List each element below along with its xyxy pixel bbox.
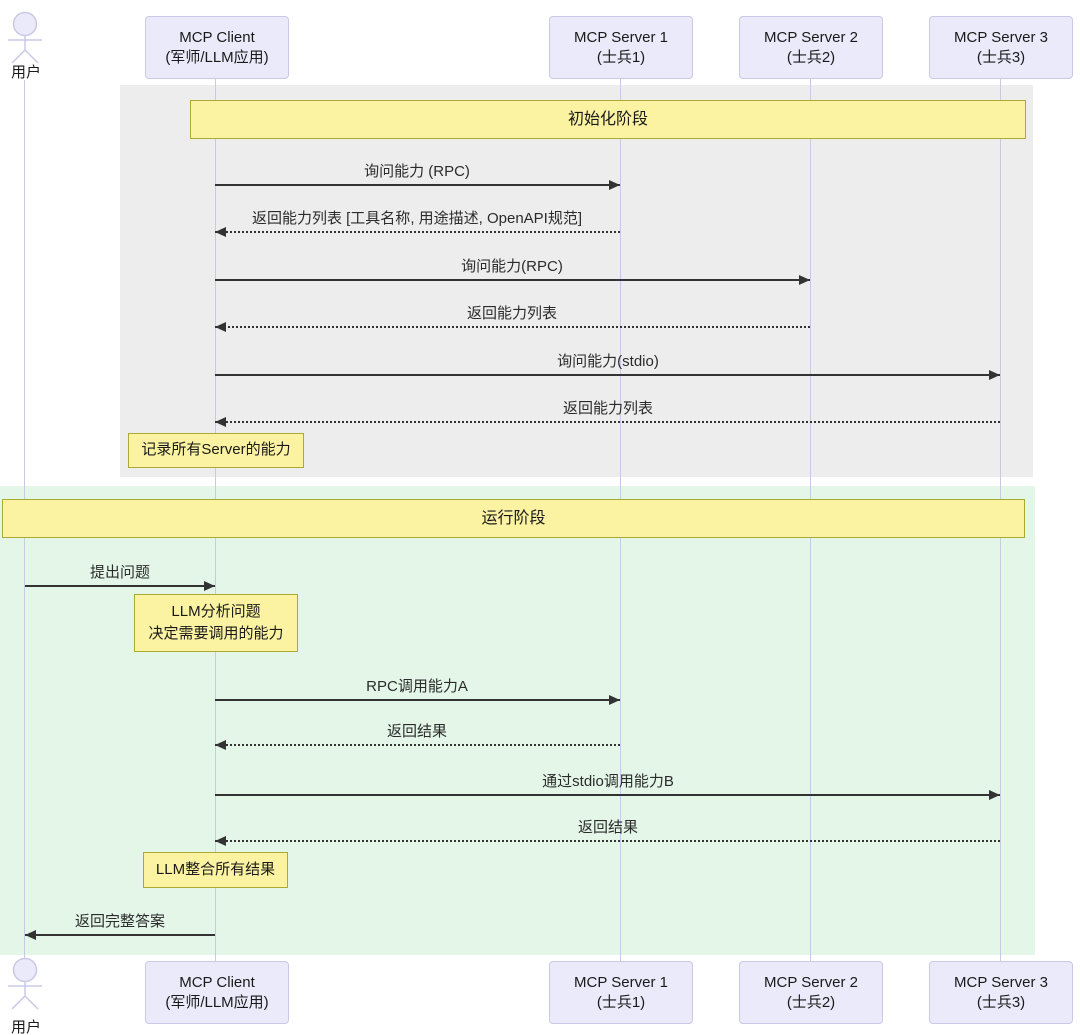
participant-sublabel: (士兵1) [596, 48, 646, 66]
message-5-label: 返回能力列表 [562, 400, 654, 417]
participant-mcp-server-1-top: MCP Server 1 (士兵1) [549, 16, 693, 79]
message-9-label: 通过stdio调用能力B [542, 773, 674, 790]
participant-mcp-server-2-bottom: MCP Server 2 (士兵2) [739, 961, 883, 1024]
message-11-label: 返回完整答案 [74, 913, 166, 930]
note-llm-analyze: LLM分析问题 决定需要调用的能力 [134, 594, 298, 652]
message-1-label: 返回能力列表 [工具名称, 用途描述, OpenAPI规范] [251, 210, 583, 227]
message-3-arrowhead [215, 322, 226, 332]
message-10-label: 返回结果 [577, 819, 639, 836]
participant-mcp-server-3-bottom: MCP Server 3 (士兵3) [929, 961, 1073, 1024]
message-2-arrowhead [799, 275, 810, 285]
phase-banner-run: 运行阶段 [2, 499, 1025, 538]
message-6-arrowhead [204, 581, 215, 591]
message-8-label: 返回结果 [386, 723, 448, 740]
message-11-line [25, 934, 215, 936]
note-llm-merge-results: LLM整合所有结果 [143, 852, 288, 888]
message-6-label: 提出问题 [89, 564, 151, 581]
participant-sublabel: (军师/LLM应用) [165, 48, 269, 66]
phase-banner-init: 初始化阶段 [190, 100, 1026, 139]
message-10-arrowhead [215, 836, 226, 846]
message-10-line [215, 840, 1000, 842]
participant-label: MCP Server 3 [954, 29, 1048, 46]
participant-sublabel: (士兵3) [976, 993, 1026, 1011]
message-1-line [215, 231, 620, 233]
message-8-arrowhead [215, 740, 226, 750]
message-0-label: 询问能力 (RPC) [364, 163, 470, 180]
participant-label: MCP Server 3 [954, 974, 1048, 991]
message-7-arrowhead [609, 695, 620, 705]
user-actor-label-top: 用户 [10, 64, 42, 81]
message-2-label: 询问能力(RPC) [461, 258, 563, 275]
message-5-arrowhead [215, 417, 226, 427]
participant-mcp-server-3-top: MCP Server 3 (士兵3) [929, 16, 1073, 79]
message-11-arrowhead [25, 930, 36, 940]
participant-label: MCP Client [179, 974, 255, 991]
participant-label: MCP Server 1 [574, 29, 668, 46]
participant-label: MCP Server 1 [574, 974, 668, 991]
message-3-line [215, 326, 810, 328]
message-6-line [25, 585, 215, 587]
message-7-label: RPC调用能力A [366, 678, 468, 695]
participant-mcp-client-top: MCP Client (军师/LLM应用) [145, 16, 289, 79]
user-actor-icon-bottom [8, 957, 42, 1010]
message-2-line [215, 279, 810, 281]
message-9-line [215, 794, 1000, 796]
participant-mcp-server-2-top: MCP Server 2 (士兵2) [739, 16, 883, 79]
message-1-arrowhead [215, 227, 226, 237]
message-8-line [215, 744, 620, 746]
participant-sublabel: (士兵1) [596, 993, 646, 1011]
participant-sublabel: (士兵2) [786, 993, 836, 1011]
participant-sublabel: (军师/LLM应用) [165, 993, 269, 1011]
participant-sublabel: (士兵2) [786, 48, 836, 66]
message-5-line [215, 421, 1000, 423]
message-4-arrowhead [989, 370, 1000, 380]
message-3-label: 返回能力列表 [466, 305, 558, 322]
participant-label: MCP Client [179, 29, 255, 46]
init-phase-background [120, 85, 1033, 477]
note-record-capabilities: 记录所有Server的能力 [128, 433, 304, 468]
participant-mcp-client-bottom: MCP Client (军师/LLM应用) [145, 961, 289, 1024]
message-0-arrowhead [609, 180, 620, 190]
participant-sublabel: (士兵3) [976, 48, 1026, 66]
message-0-line [215, 184, 620, 186]
message-4-label: 询问能力(stdio) [557, 353, 659, 370]
message-7-line [215, 699, 620, 701]
message-4-line [215, 374, 1000, 376]
message-9-arrowhead [989, 790, 1000, 800]
note-llm-analyze-line2: 决定需要调用的能力 [148, 625, 284, 642]
participant-label: MCP Server 2 [764, 974, 858, 991]
note-llm-analyze-line1: LLM分析问题 [171, 602, 261, 620]
user-actor-label-bottom: 用户 [10, 1019, 42, 1035]
user-actor-icon [8, 11, 42, 64]
participant-label: MCP Server 2 [764, 29, 858, 46]
participant-mcp-server-1-bottom: MCP Server 1 (士兵1) [549, 961, 693, 1024]
